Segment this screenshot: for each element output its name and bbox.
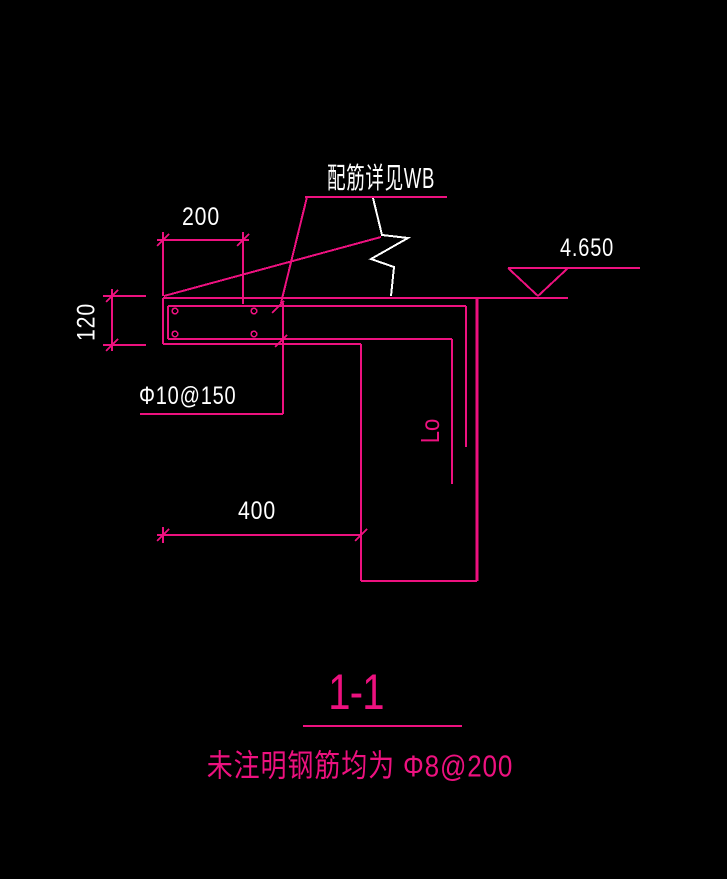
break-line — [368, 197, 412, 297]
top-note-leader-diagonal — [280, 196, 308, 304]
elevation-triangle-left — [507, 267, 539, 297]
dim400-tick-left — [156, 528, 170, 542]
dim120-tick-bottom — [105, 338, 119, 352]
rebar-dot — [250, 307, 258, 315]
rebar-spec-label: Φ10@150 — [139, 382, 237, 410]
dimension-400-label: 400 — [238, 497, 277, 525]
dim120-tick-top — [105, 289, 119, 303]
rebar-dot — [171, 330, 179, 338]
bent-bar-diagonal — [163, 236, 382, 297]
elevation-triangle-right — [537, 267, 569, 297]
dim200-tick-right — [236, 233, 250, 247]
rebar-dot — [250, 330, 258, 338]
rebar-dot — [171, 307, 179, 315]
dim200-tick-left — [156, 233, 170, 247]
leg-length-label: Lo — [415, 418, 445, 444]
bottom-note: 未注明钢筋均为 Φ8@200 — [206, 748, 514, 784]
section-title: 1-1 — [328, 664, 384, 720]
dimension-120-label: 120 — [72, 302, 101, 342]
dimension-200-label: 200 — [182, 203, 221, 231]
top-note-label: 配筋详见WB — [327, 163, 435, 195]
dim400-tick-right — [354, 528, 368, 542]
rebar-leader-tick-bottom — [274, 334, 288, 348]
elevation-label: 4.650 — [560, 234, 615, 262]
